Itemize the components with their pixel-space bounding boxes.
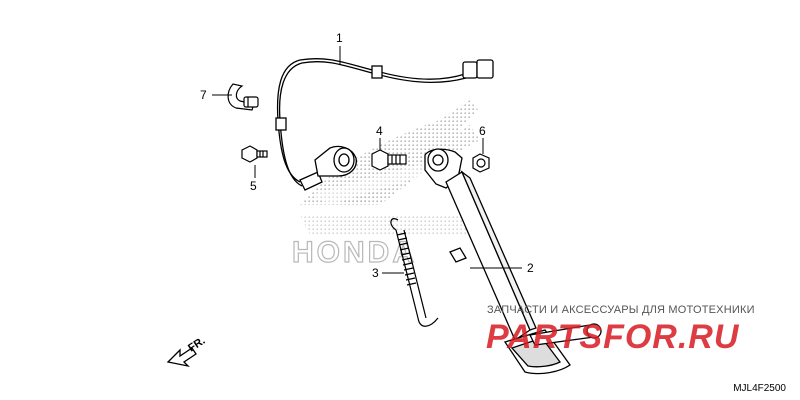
callout-4: 4 [376,124,383,138]
callout-5: 5 [250,179,257,193]
diagram-code: MJL4F2500 [733,383,786,394]
part-5-bolt [241,145,268,163]
callout-1: 1 [336,31,343,45]
callout-6: 6 [479,124,486,138]
part-3-spring [390,218,439,327]
part-1-switch-cable [275,58,494,191]
part-7-clamp [227,83,259,111]
watermark-brand: PARTSFOR.RU [486,318,740,356]
part-6-nut [472,153,490,173]
front-direction-arrow-icon: FR. [166,335,208,368]
watermark-caption: ЗАПЧАСТИ И АКСЕССУАРЫ ДЛЯ МОТОТЕХНИКИ [487,304,755,316]
callout-7: 7 [200,88,207,102]
leader-lines [212,46,522,274]
callout-3: 3 [372,266,379,280]
part-2-side-stand [424,148,602,375]
honda-logo-text: HONDA [292,236,417,269]
callout-2: 2 [527,261,534,275]
